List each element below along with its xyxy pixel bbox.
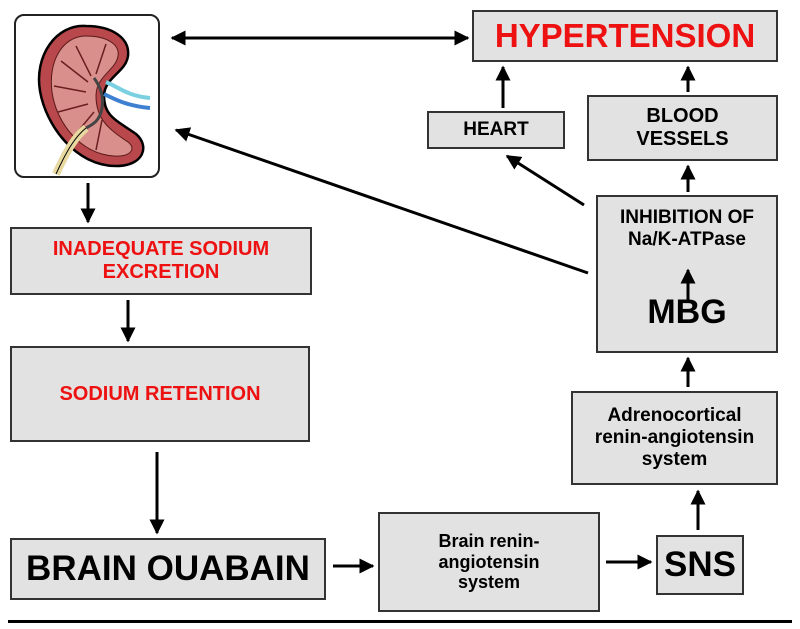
blood-vessels-label-line1: BLOOD [646,105,719,127]
adrenocortical-label-line1: Adrenocortical [607,405,742,427]
inhibition-label-line2: Na/K-ATPase [628,228,746,250]
heart-label: HEART [463,119,529,141]
hypertension-label: HYPERTENSION [494,17,756,55]
sns-label: SNS [664,544,736,584]
adrenocortical-ras-node: Adrenocortical renin-angiotensin system [571,391,778,485]
hypertension-node: HYPERTENSION [472,10,778,62]
blood-vessels-label-line2: VESSELS [636,128,729,150]
sodium-retention-label: SODIUM RETENTION [59,382,261,405]
heart-node: HEART [427,111,565,149]
adrenocortical-label-line2: renin-angiotensin [594,427,755,449]
brain-ouabain-node: BRAIN OUABAIN [10,538,326,600]
inadequate-sodium-excretion-node: INADEQUATE SODIUM EXCRETION [10,227,312,295]
brain-ras-label-line2: angiotensin [438,551,540,572]
inadequate-label-line1: INADEQUATE SODIUM [52,238,270,260]
arrow-inhibition-kidney [174,127,589,275]
inhibition-label-line1: INHIBITION OF [619,207,755,228]
kidney-icon [37,24,151,176]
sns-node: SNS [656,535,744,595]
brain-ras-label-line3: system [457,572,521,593]
bottom-rule [8,620,792,623]
brain-ouabain-label: BRAIN OUABAIN [26,548,310,588]
blood-vessels-node: BLOOD VESSELS [587,95,778,161]
arrow-inhibition-heart [505,154,585,207]
brain-ras-node: Brain renin- angiotensin system [378,512,600,612]
brain-ras-label-line1: Brain renin- [438,530,540,551]
sodium-retention-node: SODIUM RETENTION [10,346,310,442]
kidney-image [14,14,160,178]
adrenocortical-label-line3: system [641,448,708,470]
inadequate-label-line2: EXCRETION [102,261,220,283]
